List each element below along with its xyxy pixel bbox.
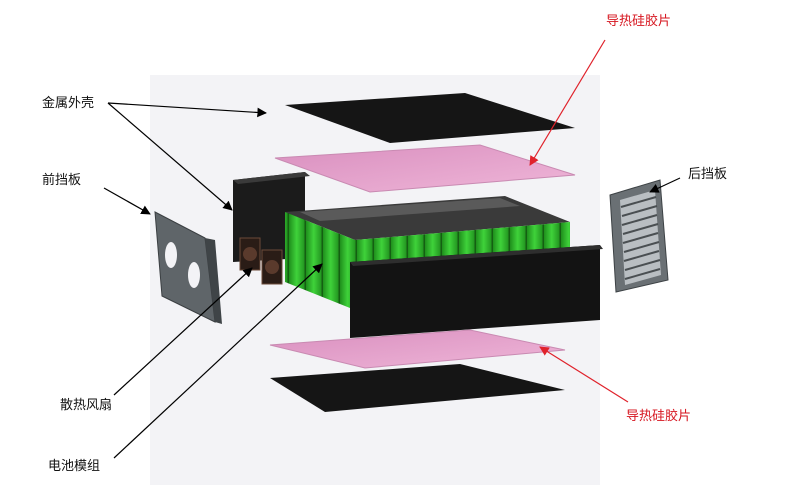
label-front-baffle: 前挡板 bbox=[42, 172, 81, 188]
busbar-strip bbox=[300, 198, 520, 221]
label-cooling-fan: 散热风扇 bbox=[60, 397, 112, 413]
front-baffle-hole bbox=[165, 242, 177, 268]
front-baffle-hole bbox=[188, 262, 200, 288]
leader-metal-shell-top bbox=[107, 102, 267, 118]
battery-module-front-cells bbox=[285, 212, 355, 310]
label-battery-module: 电池模组 bbox=[48, 459, 100, 474]
metal-shell-bottom-plate bbox=[270, 364, 565, 412]
metal-shell-top-plate bbox=[285, 93, 575, 143]
metal-shell-side-edge bbox=[350, 245, 603, 266]
fan-hub-icon bbox=[265, 260, 279, 274]
thermal-pad-top bbox=[274, 144, 576, 193]
metal-shell-back-edge bbox=[233, 172, 310, 184]
rear-baffle-louvers bbox=[620, 196, 661, 280]
front-baffle-edge bbox=[205, 238, 222, 324]
leader-battery-module bbox=[113, 263, 323, 459]
leader-metal-shell-back bbox=[107, 102, 233, 211]
label-metal-shell: 金属外壳 bbox=[42, 95, 94, 111]
leader-thermal-pad-top bbox=[529, 39, 606, 166]
leader-cooling-fan bbox=[113, 267, 253, 396]
leader-rear-baffle bbox=[649, 177, 681, 193]
label-thermal-pad-bottom: 导热硅胶片 bbox=[626, 408, 691, 424]
leader-front-baffle bbox=[103, 187, 151, 215]
leader-thermal-pad-bottom bbox=[539, 346, 629, 403]
metal-shell-side-plate bbox=[350, 245, 600, 338]
label-thermal-pad-top: 导热硅胶片 bbox=[606, 13, 671, 29]
fan-hub-icon bbox=[243, 247, 257, 261]
thermal-pad-bottom bbox=[269, 329, 566, 369]
label-rear-baffle: 后挡板 bbox=[688, 167, 727, 182]
